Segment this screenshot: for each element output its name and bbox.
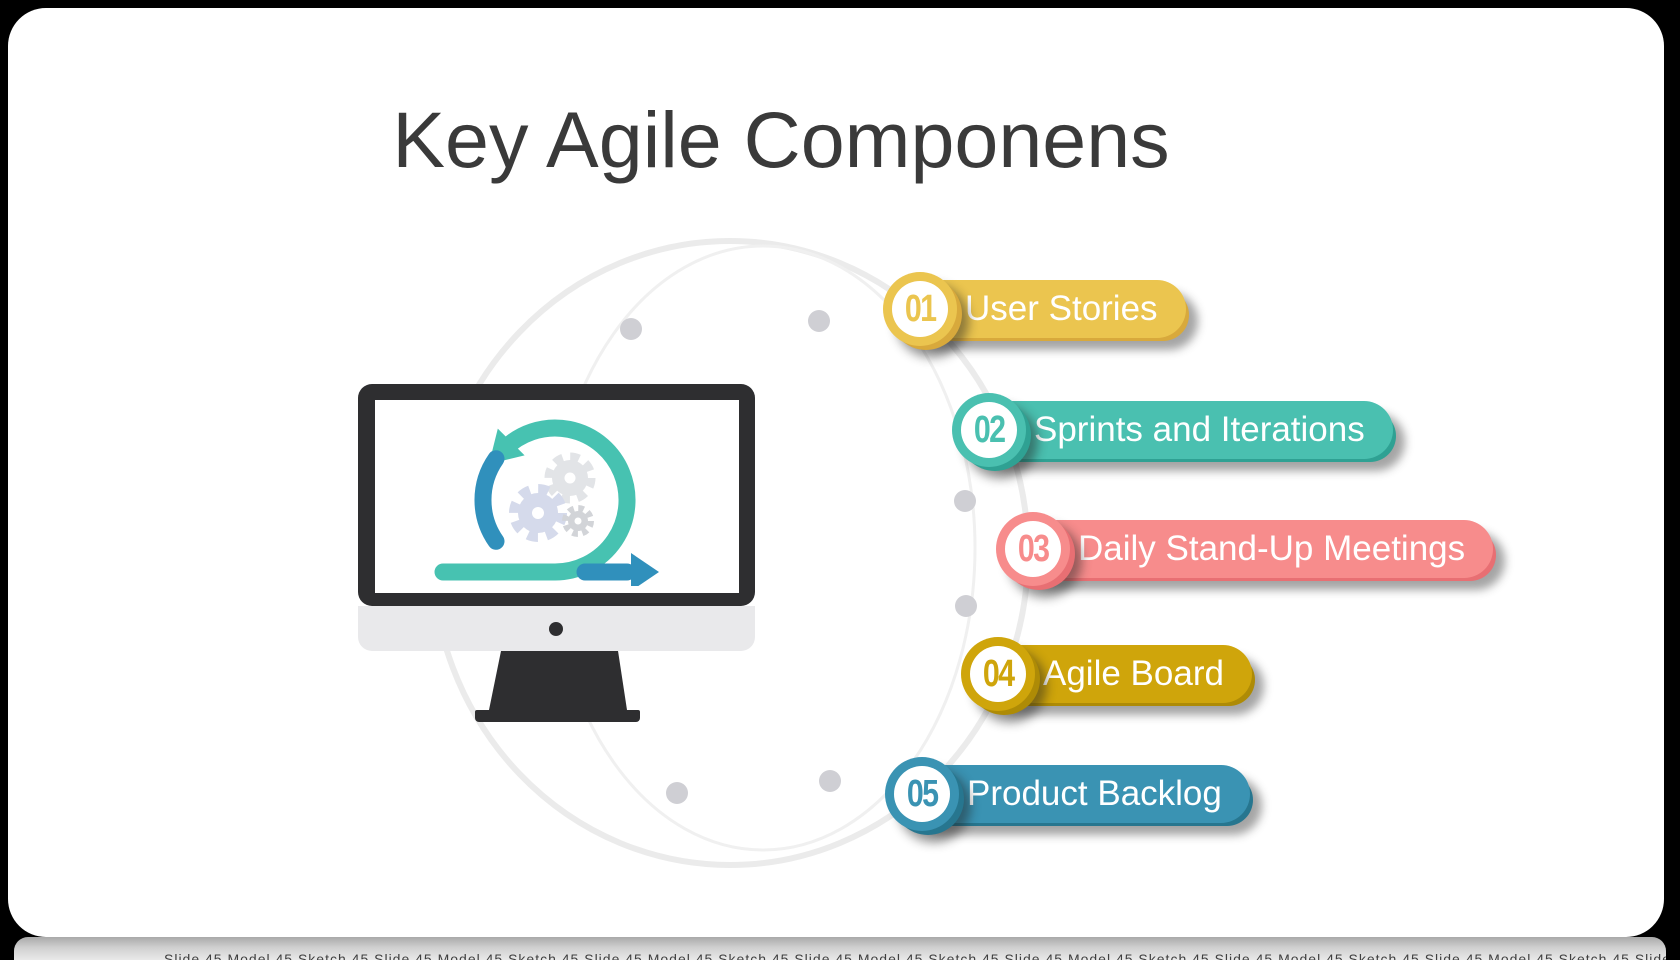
watermark-text: Slide 45 Model 45 Sketch 45 Slide 45 Mod… <box>164 951 1666 960</box>
pill-label: Sprints and Iterations <box>969 401 1393 459</box>
pill-label: Daily Stand-Up Meetings <box>1013 520 1494 578</box>
sprint-loop-blue-arc <box>474 450 505 550</box>
monitor-base <box>475 710 640 722</box>
number-badge: 04 <box>961 637 1035 711</box>
ring-dot <box>666 782 688 804</box>
ring-dot <box>808 310 830 332</box>
number-badge-inner: 02 <box>961 402 1017 458</box>
monitor-stand <box>489 651 627 710</box>
number-badge: 03 <box>996 512 1070 586</box>
badge-number: 05 <box>906 772 939 815</box>
badge-number: 03 <box>1017 527 1050 570</box>
ring-dot <box>954 490 976 512</box>
ring-dot <box>819 770 841 792</box>
gear-icon <box>562 505 594 537</box>
exit-arrowhead-icon <box>631 553 659 586</box>
number-badge: 02 <box>952 393 1026 467</box>
agile-sprint-cycle-icon <box>434 419 659 586</box>
gear-icon <box>509 484 567 542</box>
ring-dot <box>955 595 977 617</box>
sprint-loop-teal-arc <box>434 419 636 581</box>
number-badge-inner: 04 <box>970 646 1026 702</box>
number-badge: 01 <box>883 272 957 346</box>
ring-dot <box>620 318 642 340</box>
watermark-strip: Slide 45 Model 45 Sketch 45 Slide 45 Mod… <box>14 937 1666 960</box>
camera-dot <box>549 622 563 636</box>
badge-number: 04 <box>982 652 1015 695</box>
decorative-rings <box>429 238 1031 868</box>
slide-card: Key Agile Componens <box>8 8 1664 937</box>
monitor-chin <box>358 606 755 651</box>
number-badge-inner: 03 <box>1005 521 1061 577</box>
number-badge: 05 <box>885 757 959 831</box>
gear-icon <box>544 452 596 504</box>
badge-number: 01 <box>904 287 937 330</box>
page-title: Key Agile Componens <box>392 95 1170 184</box>
number-badge-inner: 01 <box>892 281 948 337</box>
pill-label: Product Backlog <box>902 765 1250 823</box>
number-badge-inner: 05 <box>894 766 950 822</box>
badge-number: 02 <box>973 408 1006 451</box>
